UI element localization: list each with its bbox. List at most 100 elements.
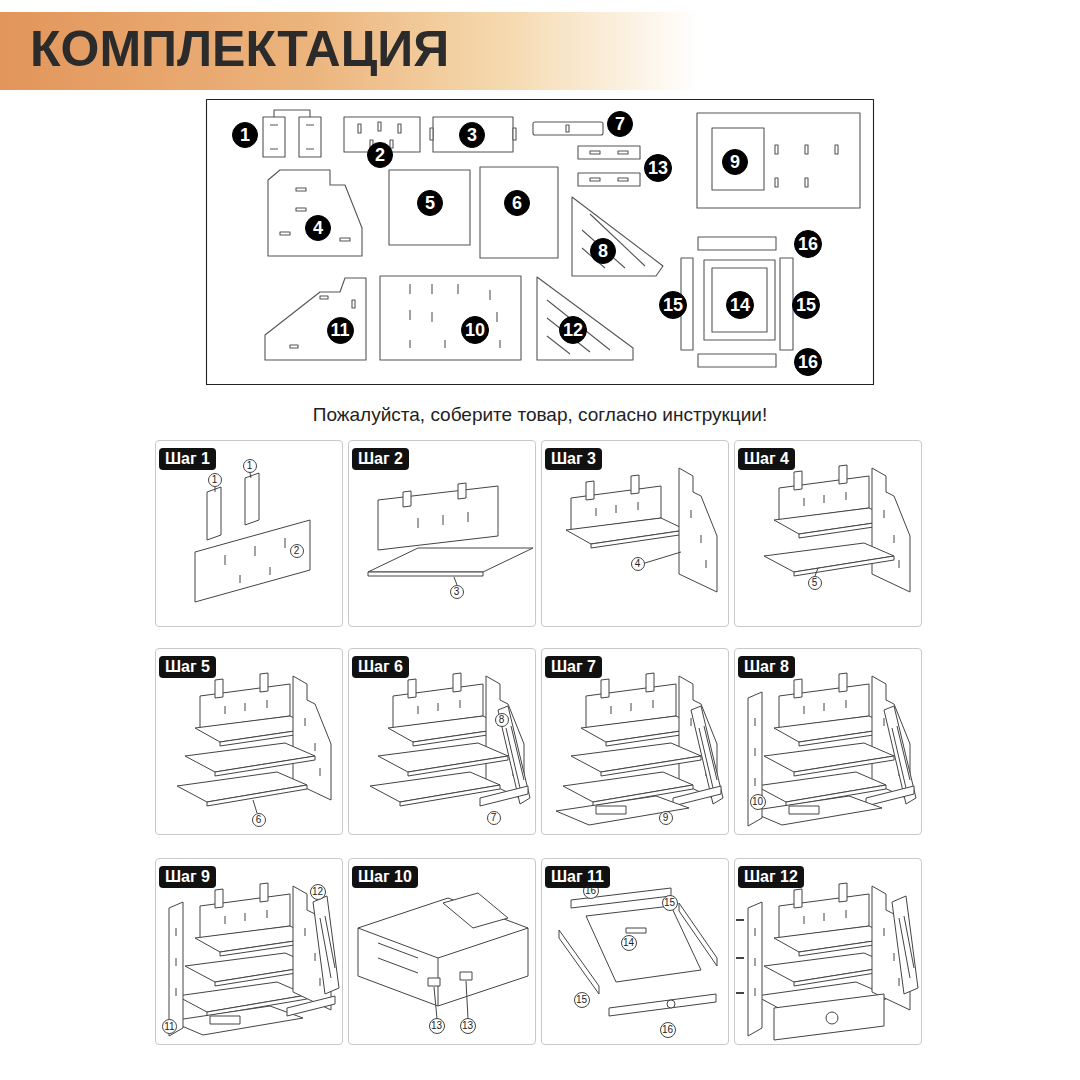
step-drawing	[679, 468, 717, 592]
callout: 12	[559, 316, 587, 344]
part-outline	[433, 117, 513, 152]
step-drawing	[207, 487, 221, 540]
callout: 3	[450, 585, 464, 599]
callout-number: 8	[499, 715, 505, 725]
callout: 5	[808, 576, 822, 590]
part-outline	[566, 125, 569, 132]
callout-circle	[368, 143, 393, 168]
step-badge: Шаг 2	[352, 448, 409, 470]
step-drawing	[556, 796, 689, 825]
step-drawing	[667, 1000, 675, 1008]
callout: 3	[459, 122, 485, 148]
callout: 15	[792, 291, 820, 319]
part-outline	[835, 145, 838, 154]
callout: 1	[232, 122, 258, 148]
callout: 6	[252, 813, 266, 827]
part-outline	[590, 151, 600, 154]
step-panel: Шаг 12	[734, 858, 922, 1045]
callout-number: 15	[796, 296, 816, 314]
step-badge: Шаг 1	[159, 448, 216, 470]
callout-circle	[608, 112, 633, 137]
callout-circle	[660, 292, 687, 319]
callout: 15	[574, 992, 590, 1008]
callout-number: 12	[312, 887, 323, 897]
step-drawing	[368, 548, 533, 572]
callout-circle	[306, 216, 331, 241]
callout: 4	[631, 557, 645, 571]
step-drawing	[358, 928, 528, 1006]
part-outline	[582, 214, 645, 268]
step-drawing	[866, 786, 914, 806]
callout-number: 16	[662, 1025, 673, 1035]
callout-number: 5	[425, 194, 435, 212]
step-drawing	[872, 468, 910, 592]
step-panel: Шаг 45	[734, 440, 922, 627]
step-badge: Шаг 3	[545, 448, 602, 470]
callout: 11	[162, 1019, 177, 1034]
callout: 12	[310, 884, 326, 900]
step-drawing	[358, 893, 528, 1019]
part-outline	[805, 178, 808, 187]
callout-circle	[310, 884, 325, 899]
callout-number: 4	[635, 559, 641, 569]
step-drawing	[764, 543, 894, 576]
callout-number: 15	[663, 296, 683, 314]
callout: 15	[662, 895, 678, 911]
parts-panel	[207, 100, 874, 385]
step-drawing	[169, 883, 339, 1036]
callout-circle	[418, 191, 443, 216]
part-outline	[704, 260, 775, 340]
callout-circle	[560, 317, 587, 344]
step-panel: Шаг 56	[155, 648, 343, 835]
callout-circle	[645, 155, 672, 182]
callout: 10	[750, 794, 766, 810]
step-badge: Шаг 8	[738, 656, 795, 678]
step-badge: Шаг 7	[545, 656, 602, 678]
callout-number: 15	[664, 898, 675, 908]
part-outline	[537, 277, 633, 360]
callout-circle	[495, 713, 508, 726]
part-outline	[263, 110, 860, 367]
part-outline	[263, 117, 285, 157]
callout: 10	[461, 316, 489, 344]
part-outline	[296, 188, 306, 191]
step-drawing	[764, 743, 894, 776]
step-drawing	[428, 978, 440, 986]
callout-number: 16	[585, 886, 596, 896]
part-outline	[578, 173, 640, 186]
step-badge: Шаг 6	[352, 656, 409, 678]
title-text: КОМПЛЕКТАЦИЯ	[30, 21, 449, 77]
step-drawing	[566, 518, 686, 548]
step-drawing	[826, 1012, 838, 1024]
step-drawing	[736, 920, 744, 993]
callout-number: 16	[798, 353, 818, 371]
part-outline	[389, 170, 470, 245]
callout-circle	[723, 150, 748, 175]
callout-circle	[243, 459, 256, 472]
callout-number: 10	[752, 797, 763, 807]
parts-frame	[207, 100, 874, 385]
callout-number: 16	[798, 235, 818, 253]
callout-circle	[793, 292, 820, 319]
part-outline	[578, 146, 640, 159]
part-outline	[378, 122, 381, 131]
step-drawing	[368, 572, 483, 576]
callout-circle	[808, 576, 821, 589]
part-outline	[618, 151, 628, 154]
part-outline	[398, 124, 401, 133]
callout-circle	[290, 544, 303, 557]
part-outline	[698, 354, 776, 367]
step-panel: Шаг 2 3	[348, 440, 536, 627]
callout: 11	[327, 317, 354, 344]
part-outline	[697, 113, 860, 208]
step-drawing	[378, 743, 508, 776]
title-band	[0, 12, 700, 90]
step-drawing	[748, 673, 916, 826]
step-panel: Шаг 3 4	[541, 440, 729, 627]
part-outline	[775, 178, 778, 187]
part-outline	[590, 178, 600, 181]
callout-number: 13	[431, 1021, 442, 1031]
part-outline	[358, 124, 361, 133]
